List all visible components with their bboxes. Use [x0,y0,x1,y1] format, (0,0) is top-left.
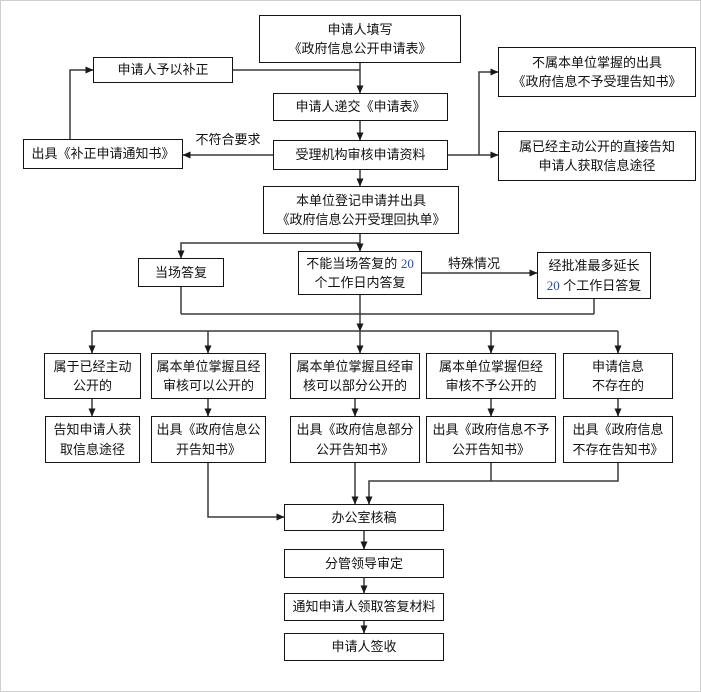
node-public-notice: 出具《政府信息公 开告知书》 [151,416,266,463]
node-submit-application-form: 申请人递交《申请表》 [273,93,448,121]
label-special-case: 特殊情况 [447,256,500,271]
node-refuse-public-notice: 出具《政府信息不予 公开告知书》 [426,416,556,463]
node-case-partial-public: 属本单位掌握且经审 核可以部分公开的 [290,353,420,399]
node-leader-approval: 分管领导审定 [284,549,444,578]
node-case-not-public: 属本单位掌握但经 审核不予公开的 [426,353,556,399]
edge-notice2-to-office [207,463,285,521]
node-already-public-inform-channel: 属已经主动公开的直接告知 申请人获取信息途径 [498,131,696,181]
node-register-and-issue-receipt: 本单位登记申请并出具 《政府信息公开受理回执单》 [263,186,459,234]
node-inform-access-channel: 告知申请人获 取信息途径 [45,416,140,463]
node-case-info-not-exist: 申请信息 不存在的 [563,353,673,399]
edge-review-to-not-held [478,68,499,155]
node-partial-public-notice: 出具《政府信息部分 公开告知书》 [290,416,420,463]
node-applicant-sign: 申请人签收 [284,633,444,661]
node-office-review-draft: 办公室核稿 [284,504,444,531]
node-reply-on-spot: 当场答复 [138,258,224,287]
edge-correction-to-supplement [69,66,94,139]
node-case-already-public: 属于已经主动 公开的 [44,353,141,399]
label-not-meet-requirement: 不符合要求 [195,132,261,147]
extend-20days-text: 经批准最多延长 20 个工作日答复 [546,258,642,293]
node-applicant-supplement: 申请人予以补正 [93,57,233,83]
node-reply-within-20-days: 不能当场答复的 20 个工作日内答复 [298,251,422,295]
node-extend-20-days: 经批准最多延长 20 个工作日答复 [537,252,651,299]
node-notify-collect-reply: 通知申请人领取答复材料 [284,593,444,621]
reply-20days-text: 不能当场答复的 20 个工作日内答复 [306,255,414,291]
node-fill-application-form: 申请人填写 《政府信息公开申请表》 [259,15,461,63]
edge-register-to-onspot [177,242,360,259]
node-not-exist-notice: 出具《政府信息 不存在告知书》 [563,416,673,463]
node-not-held-rejection-notice: 不属本单位掌握的出具 《政府信息不予受理告知书》 [498,47,696,97]
edge-notice5-to-office [365,463,619,505]
node-case-approved-public: 属本单位掌握且经 审核可以公开的 [151,353,266,399]
node-correction-notice: 出具《补正申请通知书》 [23,139,183,169]
node-review-application-materials: 受理机构审核申请资料 [273,140,448,170]
